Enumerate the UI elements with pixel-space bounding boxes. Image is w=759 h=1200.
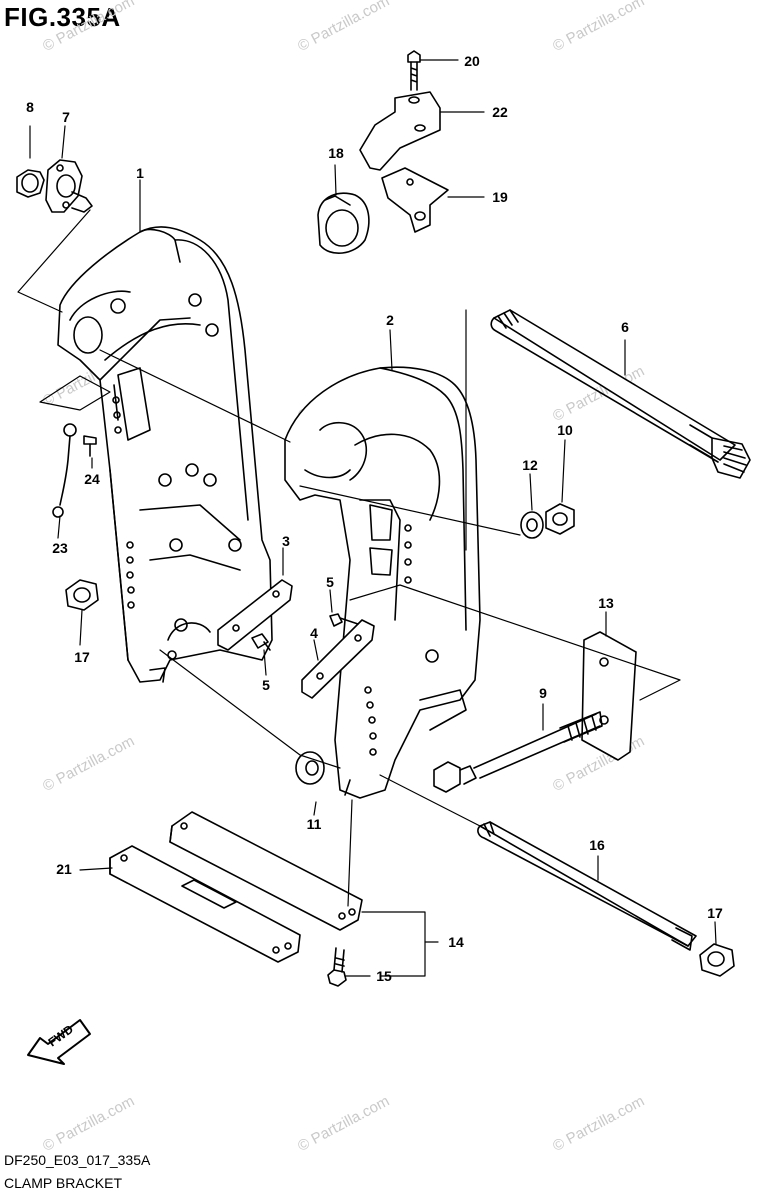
nut-17-right: [699, 943, 735, 977]
callout-23: 23: [52, 540, 68, 556]
callout-17-left: 17: [74, 649, 90, 665]
figure-code: DF250_E03_017_335A: [4, 1152, 151, 1168]
callout-3: 3: [282, 533, 290, 549]
callout-14: 14: [448, 934, 464, 950]
shaft-16: [477, 821, 697, 951]
callout-24: 24: [84, 471, 100, 487]
figure-title: FIG.335A: [4, 2, 121, 32]
clamp-bracket-starboard: [284, 366, 481, 799]
clamp-bracket-port: [57, 226, 273, 683]
leader-lines: [17, 59, 717, 977]
callout-12: 12: [522, 457, 538, 473]
callouts: 1 2 3 4 5 5 6 7 8 9 10 11 12 13 14 15 16…: [26, 53, 723, 984]
callout-2: 2: [386, 312, 394, 328]
callout-13: 13: [598, 595, 614, 611]
cover-and-bracket-group: [317, 50, 449, 254]
nut-17-left: [65, 579, 99, 611]
bolt-5-lower: [251, 633, 271, 651]
pad-14: [169, 811, 363, 931]
callout-10: 10: [557, 422, 573, 438]
nut-10: [545, 503, 575, 535]
plate-13: [581, 631, 637, 761]
bolt-15: [327, 947, 347, 987]
callout-18: 18: [328, 145, 344, 161]
callout-17-right: 17: [707, 905, 723, 921]
tilt-tube: [490, 309, 751, 479]
callout-1: 1: [136, 165, 144, 181]
callout-16: 16: [589, 837, 605, 853]
nut-and-plate: [16, 159, 93, 213]
lead-wire: [52, 423, 97, 518]
plate-4: [301, 619, 375, 699]
callout-7: 7: [62, 109, 70, 125]
callout-22: 22: [492, 104, 508, 120]
figure-name: CLAMP BRACKET: [4, 1175, 122, 1191]
callout-5-upper: 5: [326, 574, 334, 590]
callout-5-lower: 5: [262, 677, 270, 693]
callout-21: 21: [56, 861, 72, 877]
bolt-5-upper: [329, 613, 359, 627]
plate-3: [217, 579, 293, 651]
bolt-9: [433, 711, 603, 793]
fwd-arrow-icon: FWD: [27, 1019, 91, 1065]
washer-11: [295, 751, 325, 785]
pad-21: [109, 845, 301, 963]
callout-4: 4: [310, 625, 318, 641]
callout-20: 20: [464, 53, 480, 69]
callout-19: 19: [492, 189, 508, 205]
callout-8: 8: [26, 99, 34, 115]
washer-12: [520, 511, 544, 539]
callout-9: 9: [539, 685, 547, 701]
callout-11: 11: [307, 816, 322, 832]
callout-6: 6: [621, 319, 629, 335]
callout-15: 15: [376, 968, 392, 984]
